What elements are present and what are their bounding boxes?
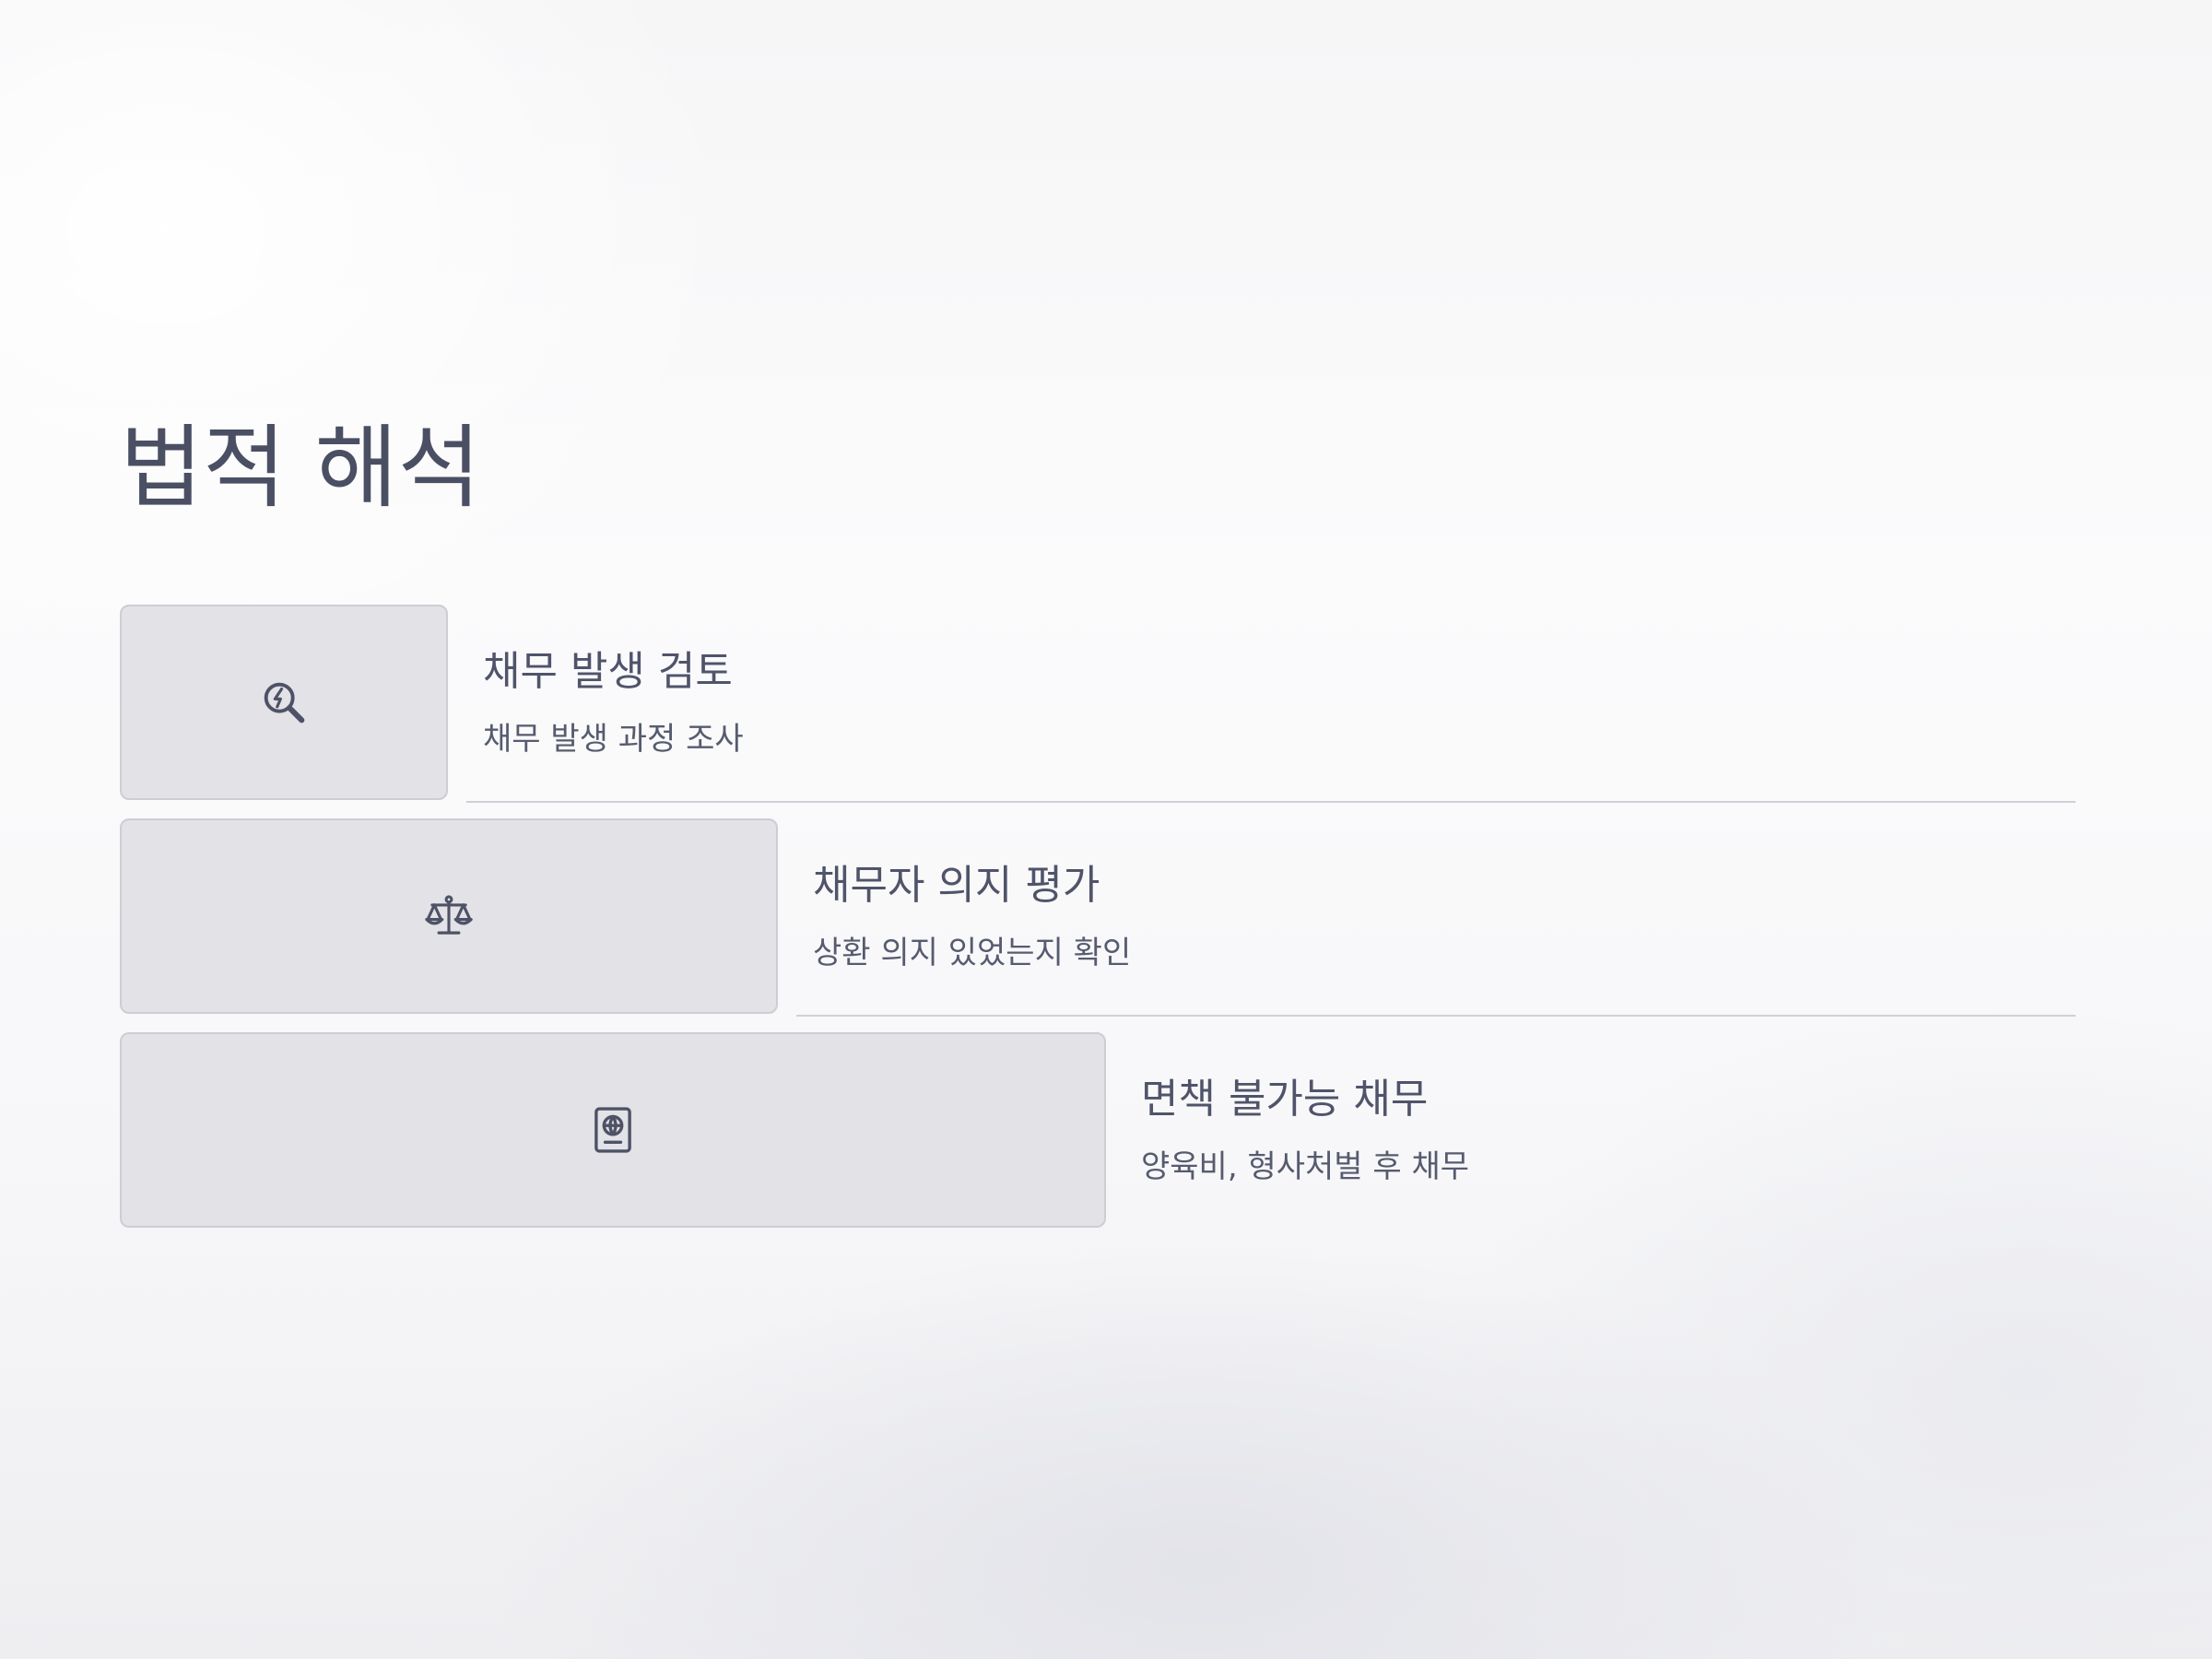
- item-description: 채무 발생 과정 조사: [483, 721, 744, 758]
- divider: [796, 1015, 2076, 1017]
- item-text: 채무자 의지 평가 상환 의지 있었는지 확인: [778, 818, 2076, 1017]
- list-item-non-dischargeable: 면책 불가능 채무 양육비, 형사처벌 후 채무: [120, 1032, 2076, 1230]
- passport-globe-icon: [594, 1107, 631, 1153]
- search-bolt-icon: [264, 682, 305, 724]
- item-description: 양육비, 형사처벌 후 채무: [1141, 1148, 1470, 1185]
- icon-box: [120, 1032, 1106, 1228]
- item-text: 채무 발생 검토 채무 발생 과정 조사: [448, 605, 2076, 803]
- icon-box: [120, 605, 448, 800]
- list-item-debt-origin: 채무 발생 검토 채무 발생 과정 조사: [120, 605, 2076, 803]
- item-title: 채무 발생 검토: [483, 648, 733, 695]
- item-title: 면책 불가능 채무: [1141, 1076, 1429, 1123]
- page-title: 법적 해석: [120, 416, 481, 521]
- divider: [466, 801, 2076, 803]
- icon-box: [120, 818, 778, 1014]
- item-title: 채무자 의지 평가: [813, 862, 1100, 909]
- scales-icon: [425, 895, 473, 935]
- item-description: 상환 의지 있었는지 확인: [813, 935, 1132, 971]
- list-item-debtor-intent: 채무자 의지 평가 상환 의지 있었는지 확인: [120, 818, 2076, 1017]
- item-text: 면책 불가능 채무 양육비, 형사처벌 후 채무: [1106, 1032, 2076, 1230]
